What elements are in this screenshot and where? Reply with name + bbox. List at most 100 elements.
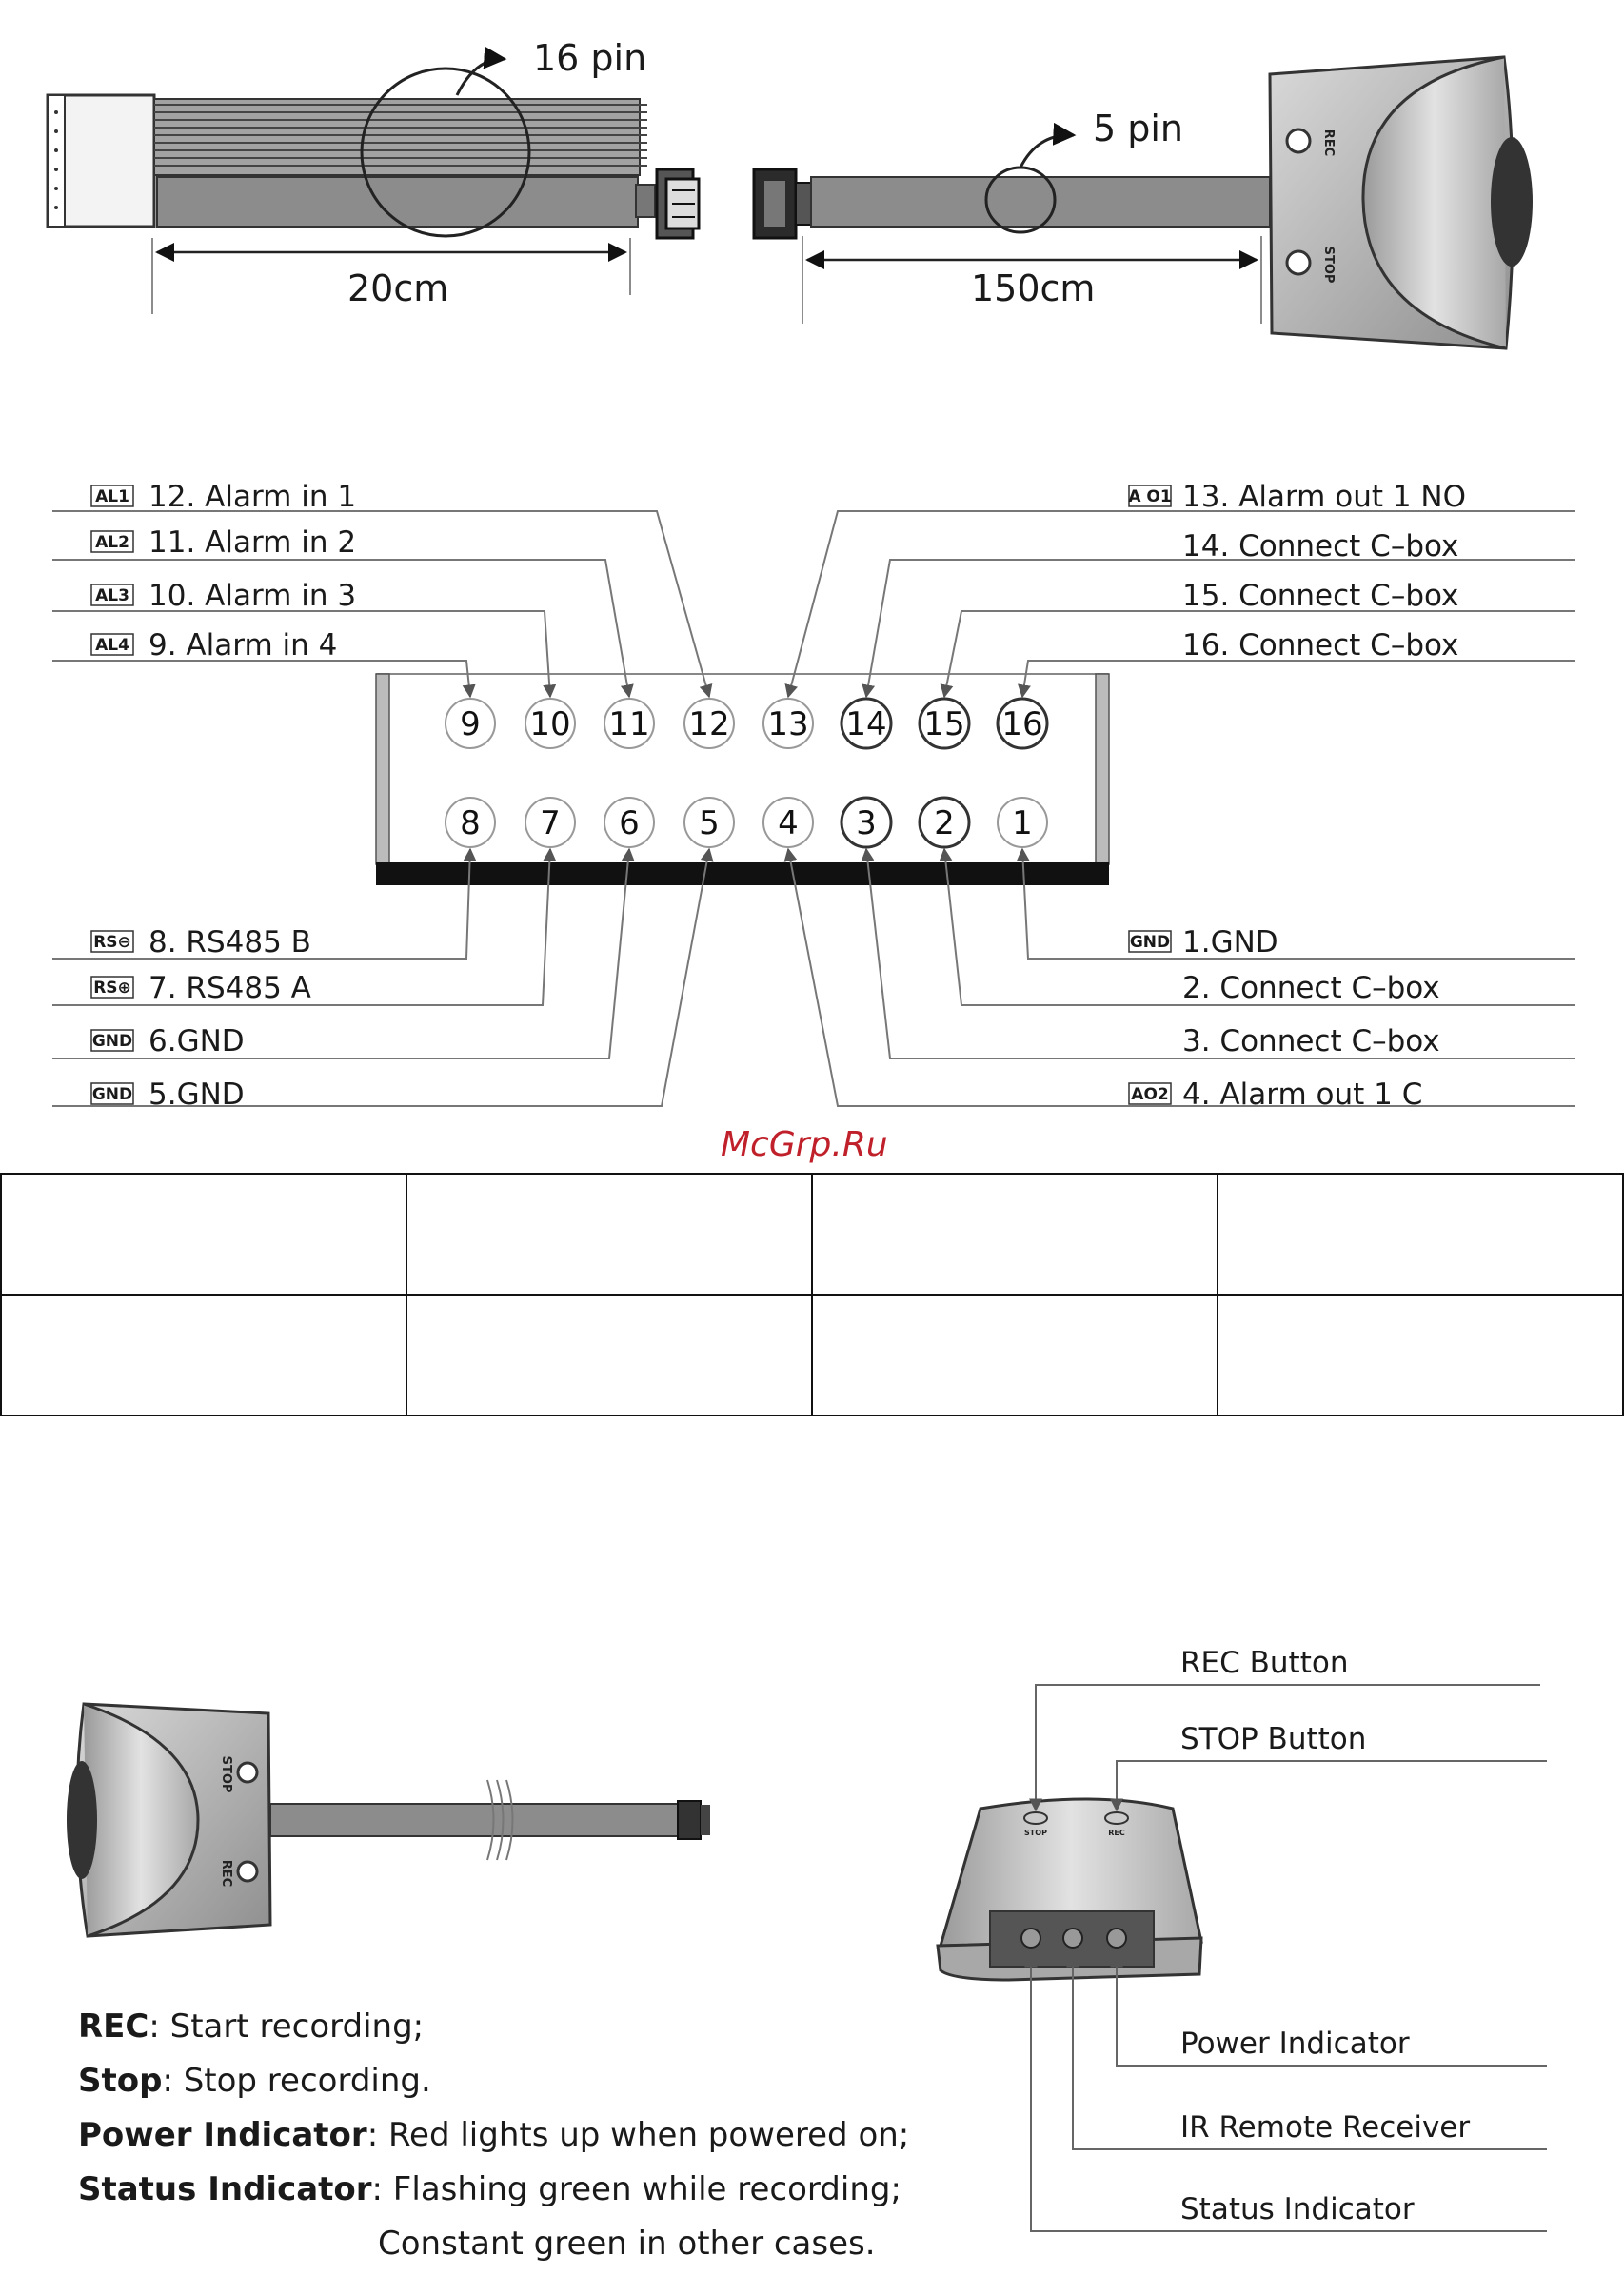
desc-power: Power Indicator: Red lights up when powe…	[78, 2108, 909, 2163]
term-power: Power Indicator	[78, 2116, 367, 2154]
leader-line-pin-4	[783, 847, 1575, 1107]
pin-label-2: 2. Connect C–box	[1182, 971, 1440, 1005]
leader-line-pin-16	[1018, 660, 1575, 699]
pin-tag-box	[90, 1029, 134, 1052]
pin-number: 4	[778, 804, 799, 842]
pin-tag: AL1	[95, 487, 129, 506]
pin-number: 5	[699, 804, 720, 842]
connector-16pin-housing	[46, 93, 156, 228]
side-label-rec: REC	[1321, 129, 1336, 156]
side-view-rec-label: REC	[219, 1860, 233, 1887]
ir-receiver-window	[1062, 1928, 1083, 1949]
pin-label-11: 11. Alarm in 2	[149, 525, 356, 560]
button-description: REC: Start recording; Stop: Stop recordi…	[78, 2000, 909, 2271]
pin-13	[762, 698, 814, 749]
status-indicator-led	[1020, 1928, 1041, 1949]
pin-8	[445, 797, 496, 848]
pin-tag-box	[90, 485, 134, 507]
leader-lines	[52, 510, 1575, 1107]
pin-16	[996, 697, 1049, 750]
pin-1	[997, 797, 1048, 848]
power-indicator-label: Power Indicator	[1180, 2027, 1410, 2061]
label-5pin: 5 pin	[1093, 108, 1183, 149]
plug-female	[752, 168, 814, 240]
stop-button	[1023, 1811, 1048, 1825]
rec-button-label: REC Button	[1180, 1646, 1348, 1680]
pin-tag: GND	[92, 1085, 132, 1104]
pin-number: 3	[856, 804, 877, 842]
leader-line-pin-1	[1016, 847, 1575, 960]
pin-label-3: 3. Connect C–box	[1182, 1024, 1440, 1058]
control-box-top-view: REC STOP	[1268, 55, 1533, 350]
desc-stop: Stop: Stop recording.	[78, 2054, 909, 2108]
pin-labels: AL1 12. Alarm in 1 AL2 11. Alarm in 2 AL3 10.…	[90, 480, 1466, 1112]
text-power: : Red lights up when powered on;	[366, 2116, 910, 2154]
pin-number: 7	[540, 804, 561, 842]
label-150cm: 150cm	[971, 267, 1095, 309]
pin-tag-box	[90, 1082, 134, 1105]
pin-number: 9	[460, 705, 481, 743]
pin-tag-box	[90, 976, 134, 999]
pin-label-10: 10. Alarm in 3	[149, 579, 356, 613]
pin-4	[762, 797, 814, 848]
pin-label-15: 15. Connect C–box	[1182, 579, 1458, 613]
stop-button-icon	[236, 1761, 259, 1784]
pin-number: 8	[460, 804, 481, 842]
table-cell	[406, 1294, 813, 1416]
rec-button	[1104, 1811, 1129, 1825]
pin-6	[604, 797, 655, 848]
term-rec: REC	[78, 2008, 149, 2046]
pin-label-8: 8. RS485 B	[149, 925, 311, 960]
table-row	[0, 1294, 1624, 1416]
cable-assembly: 16 pin 20cm 5 pin 150cm REC STOP	[46, 37, 1533, 350]
ribbon-wires	[153, 98, 647, 176]
desc-rec: REC: Start recording;	[78, 2000, 909, 2054]
front-stop-label: STOP	[1024, 1829, 1047, 1837]
leader-line-pin-2	[939, 847, 1575, 1006]
pin-tag-box	[1128, 1082, 1172, 1105]
leader-line-pin-5	[52, 847, 714, 1107]
bundled-cable-long	[810, 176, 1271, 228]
pin-9	[445, 698, 496, 749]
pin-tag-box	[90, 584, 134, 606]
pin-15	[918, 697, 971, 750]
stop-button-label: STOP Button	[1180, 1722, 1366, 1756]
pin-tag: A O1	[1128, 487, 1171, 506]
pin-number: 14	[845, 705, 886, 743]
table-cell	[0, 1294, 407, 1416]
pin-tag-box	[1128, 485, 1172, 507]
pin-tag: GND	[92, 1032, 132, 1051]
pin-tag: AL2	[95, 533, 129, 552]
empty-table	[0, 1173, 1624, 1416]
table-cell	[406, 1173, 813, 1296]
pin-tag-box	[90, 530, 134, 553]
desc-status-cont: Constant green in other cases.	[378, 2225, 876, 2263]
rec-button-icon	[236, 1860, 259, 1883]
leader-line-pin-8	[52, 847, 477, 960]
pin-label-5: 5.GND	[149, 1078, 245, 1112]
pin-number: 1	[1012, 804, 1033, 842]
leader-line-pin-12	[52, 510, 713, 699]
term-stop: Stop	[78, 2062, 163, 2100]
pin-tag: AL4	[95, 636, 129, 655]
table-row	[0, 1173, 1624, 1296]
pin-label-6: 6.GND	[149, 1024, 245, 1058]
table-cell	[811, 1294, 1218, 1416]
pin-number: 6	[619, 804, 640, 842]
leader-line-pin-13	[784, 510, 1575, 699]
pin-tag: AL3	[95, 586, 129, 605]
control-box-side-view: STOP REC	[67, 1702, 710, 1938]
text-status: : Flashing green while recording;	[371, 2170, 901, 2208]
pin-3	[840, 796, 893, 849]
bundled-cable-short	[156, 176, 639, 228]
term-status: Status Indicator	[78, 2170, 372, 2208]
pin-label-4: 4. Alarm out 1 C	[1182, 1078, 1422, 1112]
pin-number: 2	[934, 804, 955, 842]
leader-line-pin-15	[940, 610, 1575, 699]
pin-10	[525, 698, 576, 749]
pin-number: 16	[1001, 705, 1042, 743]
text-stop: : Stop recording.	[162, 2062, 431, 2100]
pin-label-12: 12. Alarm in 1	[149, 480, 356, 514]
